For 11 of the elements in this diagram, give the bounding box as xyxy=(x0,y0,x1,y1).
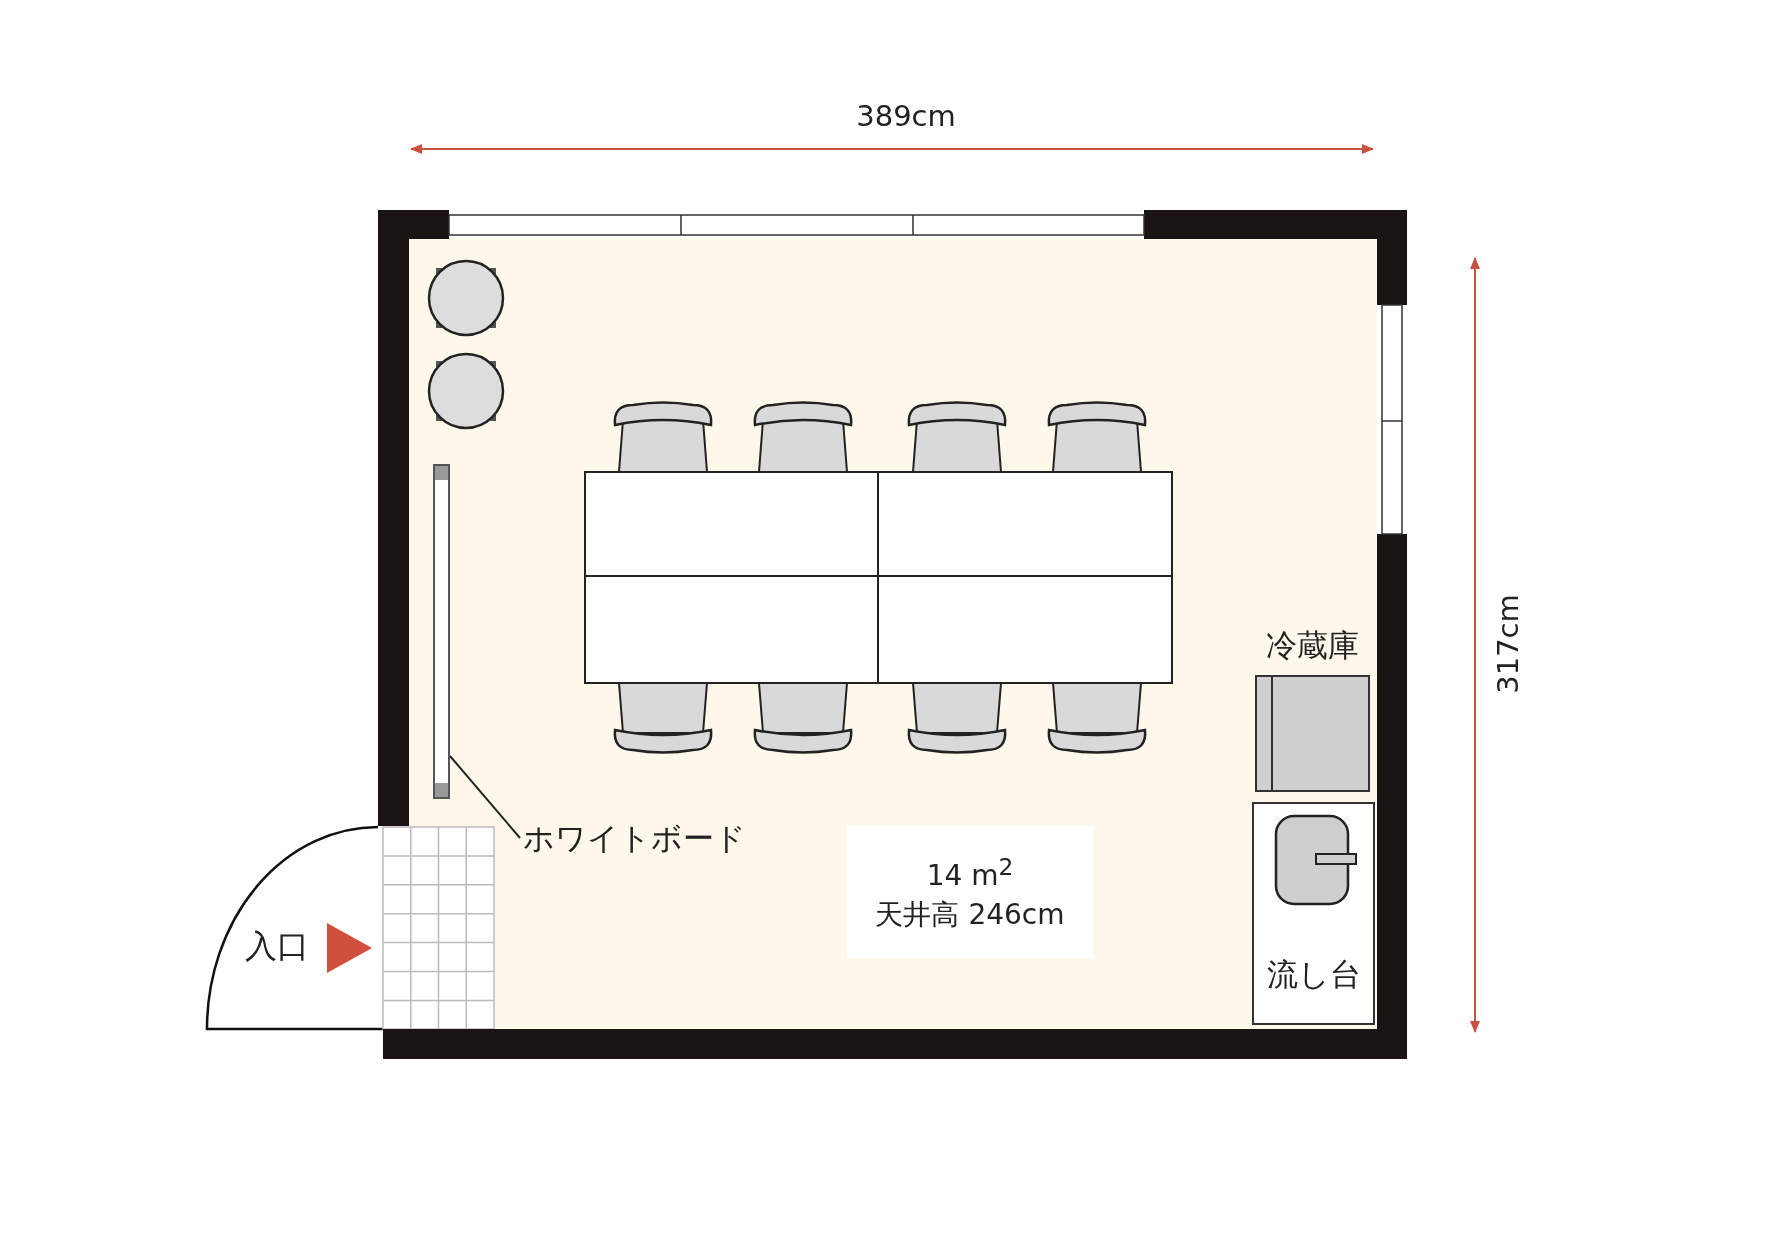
whiteboard xyxy=(433,464,450,799)
dimension-label: 389cm xyxy=(856,98,956,134)
callout-label: ホワイトボード xyxy=(523,818,746,858)
area-text: 14 m$^{2}$ xyxy=(925,852,1015,895)
sink-counter xyxy=(1252,802,1375,1025)
fridge-label: 冷蔵庫 xyxy=(1265,626,1360,665)
leader-line xyxy=(449,755,521,839)
ceiling-height-text: 天井高 246cm xyxy=(874,897,1066,933)
dimension-label: 317cm xyxy=(1490,594,1526,694)
entrance-label: 入口 xyxy=(245,928,309,964)
sink-label: 流し台 xyxy=(1265,955,1362,994)
